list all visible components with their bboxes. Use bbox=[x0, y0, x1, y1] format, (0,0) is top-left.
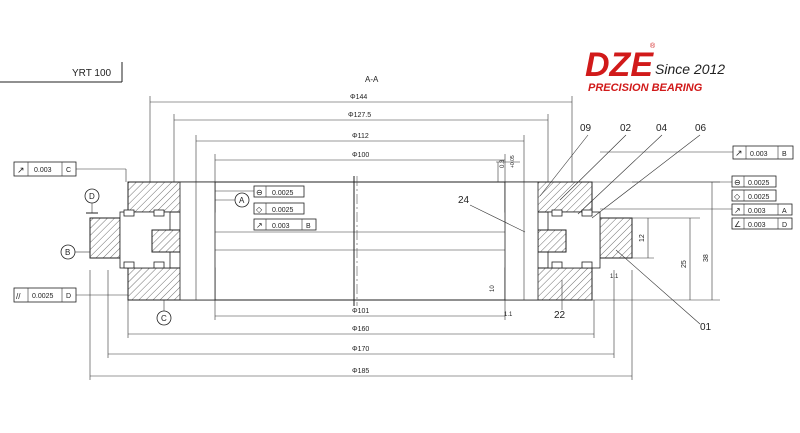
dim-small-top-tol: +0.05 bbox=[510, 155, 516, 168]
tol-right-3-value: 0.003 bbox=[748, 222, 766, 229]
datum-c: C bbox=[161, 314, 167, 323]
section-label: A-A bbox=[365, 75, 379, 84]
datum-b: B bbox=[65, 248, 70, 257]
tolerance-left-bottom: // 0.0025 D bbox=[13, 287, 128, 303]
tol-left-top-symbol: ↗ bbox=[17, 165, 25, 175]
title-block: YRT 100 bbox=[0, 62, 123, 83]
tol-right-top-datum: B bbox=[782, 151, 787, 158]
tol-right-0-value: 0.0025 bbox=[748, 180, 770, 187]
tol-center-0-value: 0.0025 bbox=[272, 190, 294, 197]
dim-small-b: 1.1 bbox=[610, 274, 619, 280]
tolerance-center: ⊖ 0.0025 ◇ 0.0025 ↗ 0.003 B bbox=[215, 185, 317, 231]
dim-small-a: 1.1 bbox=[504, 312, 513, 318]
tol-center-2-symbol: ↗ bbox=[256, 221, 263, 230]
dim-170: Φ170 bbox=[352, 346, 369, 353]
part-09: 09 bbox=[580, 123, 592, 134]
part-24: 24 bbox=[458, 195, 470, 206]
tol-center-1-value: 0.0025 bbox=[272, 207, 294, 214]
bottom-dimensions: Φ101 Φ160 Φ170 Φ185 bbox=[89, 270, 633, 380]
tol-right-top-symbol: ↗ bbox=[735, 148, 743, 158]
dim-160: Φ160 bbox=[352, 326, 369, 333]
dim-25: 25 bbox=[681, 260, 688, 268]
dim-101: Φ101 bbox=[352, 308, 369, 315]
datum-a: A bbox=[239, 196, 245, 205]
registered-mark: ® bbox=[650, 42, 656, 50]
datum-markers: D B A C bbox=[60, 188, 250, 326]
tol-left-top-datum: C bbox=[66, 167, 71, 174]
part-04: 04 bbox=[656, 123, 668, 134]
tol-left-bottom-symbol: // bbox=[16, 292, 21, 301]
dim-185: Φ185 bbox=[352, 368, 369, 375]
part-01: 01 bbox=[700, 322, 712, 333]
tol-left-bottom-value: 0.0025 bbox=[32, 293, 54, 300]
part-22: 22 bbox=[554, 310, 566, 321]
dim-small-c: 10 bbox=[490, 285, 496, 292]
tol-center-2-datum: B bbox=[306, 223, 311, 230]
datum-d: D bbox=[89, 192, 95, 201]
part-callouts: 09 02 04 06 24 22 01 bbox=[458, 123, 712, 333]
brand-logo: DZE ® Since 2012 PRECISION BEARING bbox=[585, 42, 725, 94]
dim-12: 12 bbox=[639, 234, 646, 242]
tol-center-0-symbol: ⊖ bbox=[256, 188, 263, 197]
tol-right-top-value: 0.003 bbox=[750, 151, 768, 158]
tolerance-left-top: ↗ 0.003 C bbox=[13, 161, 127, 182]
dim-100: Φ100 bbox=[352, 152, 369, 159]
tol-center-1-symbol: ◇ bbox=[256, 205, 263, 214]
tol-center-2-value: 0.003 bbox=[272, 223, 290, 230]
model-label: YRT 100 bbox=[72, 68, 112, 79]
dim-144: Φ144 bbox=[350, 94, 367, 101]
since-label: Since 2012 bbox=[655, 61, 725, 77]
tol-right-2-symbol: ↗ bbox=[734, 206, 741, 215]
bore bbox=[215, 176, 505, 306]
tol-right-3-symbol: ∠ bbox=[734, 220, 741, 229]
tol-left-top-value: 0.003 bbox=[34, 167, 52, 174]
part-06: 06 bbox=[695, 123, 707, 134]
logo-mark: DZE bbox=[585, 46, 654, 84]
tol-right-2-value: 0.003 bbox=[748, 208, 766, 215]
dim-112: Φ112 bbox=[352, 133, 369, 140]
tol-right-3-datum: D bbox=[782, 222, 787, 229]
tolerance-right: ⊖ 0.0025 ◇ 0.0025 ↗ 0.003 A ∠ 0.003 D bbox=[600, 175, 793, 230]
dim-127-5: Φ127.5 bbox=[348, 112, 371, 119]
left-section bbox=[89, 181, 216, 301]
top-dimensions: Φ144 Φ127.5 Φ112 Φ100 bbox=[149, 94, 573, 182]
tol-right-1-symbol: ◇ bbox=[734, 192, 741, 201]
part-02: 02 bbox=[620, 123, 632, 134]
tagline-label: PRECISION BEARING bbox=[588, 82, 703, 94]
height-dimensions: 38 25 12 bbox=[592, 181, 720, 301]
dim-small-top: 0.3 bbox=[500, 159, 506, 168]
right-section bbox=[504, 181, 633, 301]
tolerance-right-top: ↗ 0.003 B bbox=[600, 145, 794, 160]
tol-right-1-value: 0.0025 bbox=[748, 194, 770, 201]
tol-right-2-datum: A bbox=[782, 208, 787, 215]
tol-right-0-symbol: ⊖ bbox=[734, 178, 741, 187]
small-dimensions: 0.3 +0.05 10 1.1 1.1 bbox=[490, 155, 619, 318]
tol-left-bottom-datum: D bbox=[66, 293, 71, 300]
dim-38: 38 bbox=[703, 254, 710, 262]
